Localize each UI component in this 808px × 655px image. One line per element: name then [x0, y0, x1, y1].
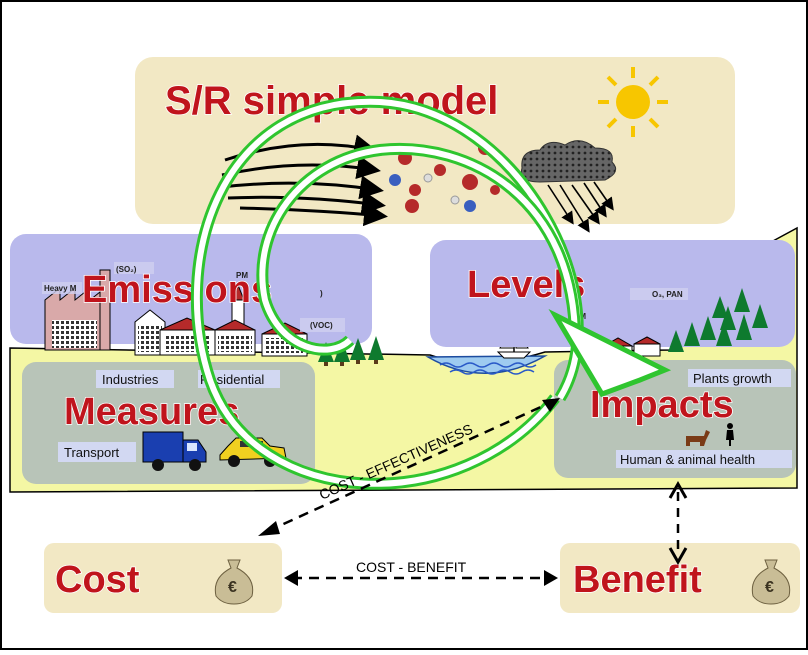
truck-icon	[142, 431, 207, 471]
money-bag-icon-benefit: €	[751, 559, 791, 605]
label-pm-emissions: PM	[236, 271, 248, 280]
label-heavy-metals: Heavy M	[44, 284, 77, 293]
label-voc: (VOC)	[310, 321, 333, 330]
factory-icon	[44, 269, 111, 351]
label-o3-pan: O₃, PAN	[652, 290, 683, 299]
cost-title: Cost	[55, 559, 140, 601]
impact-plants: Plants growth	[693, 371, 772, 386]
cost-effectiveness-arrow	[258, 398, 560, 536]
sun-icon	[598, 67, 668, 137]
cost-benefit-arrow	[284, 570, 558, 586]
label-so2: (SO₂)	[116, 265, 137, 274]
animal-person-icon	[686, 423, 734, 446]
benefit-box	[560, 543, 800, 613]
impact-health: Human & animal health	[620, 452, 755, 467]
currency-symbol: €	[228, 579, 237, 596]
impacts-benefit-arrow	[668, 480, 688, 566]
emissions-title: Emissions	[82, 269, 272, 311]
label-paren: )	[320, 289, 323, 298]
rain-cloud-icon	[520, 140, 617, 233]
measure-industries: Industries	[102, 372, 159, 387]
benefit-title: Benefit	[573, 559, 702, 601]
money-bag-icon: €	[214, 559, 254, 605]
cycle-arrow-icon	[190, 95, 672, 490]
impacts-title: Impacts	[590, 384, 734, 426]
cost-benefit-label: COST - BENEFIT	[356, 559, 467, 575]
measure-transport: Transport	[64, 445, 120, 460]
forest-icon	[668, 288, 768, 352]
levels-box	[430, 240, 795, 347]
currency-symbol-benefit: €	[765, 579, 774, 596]
